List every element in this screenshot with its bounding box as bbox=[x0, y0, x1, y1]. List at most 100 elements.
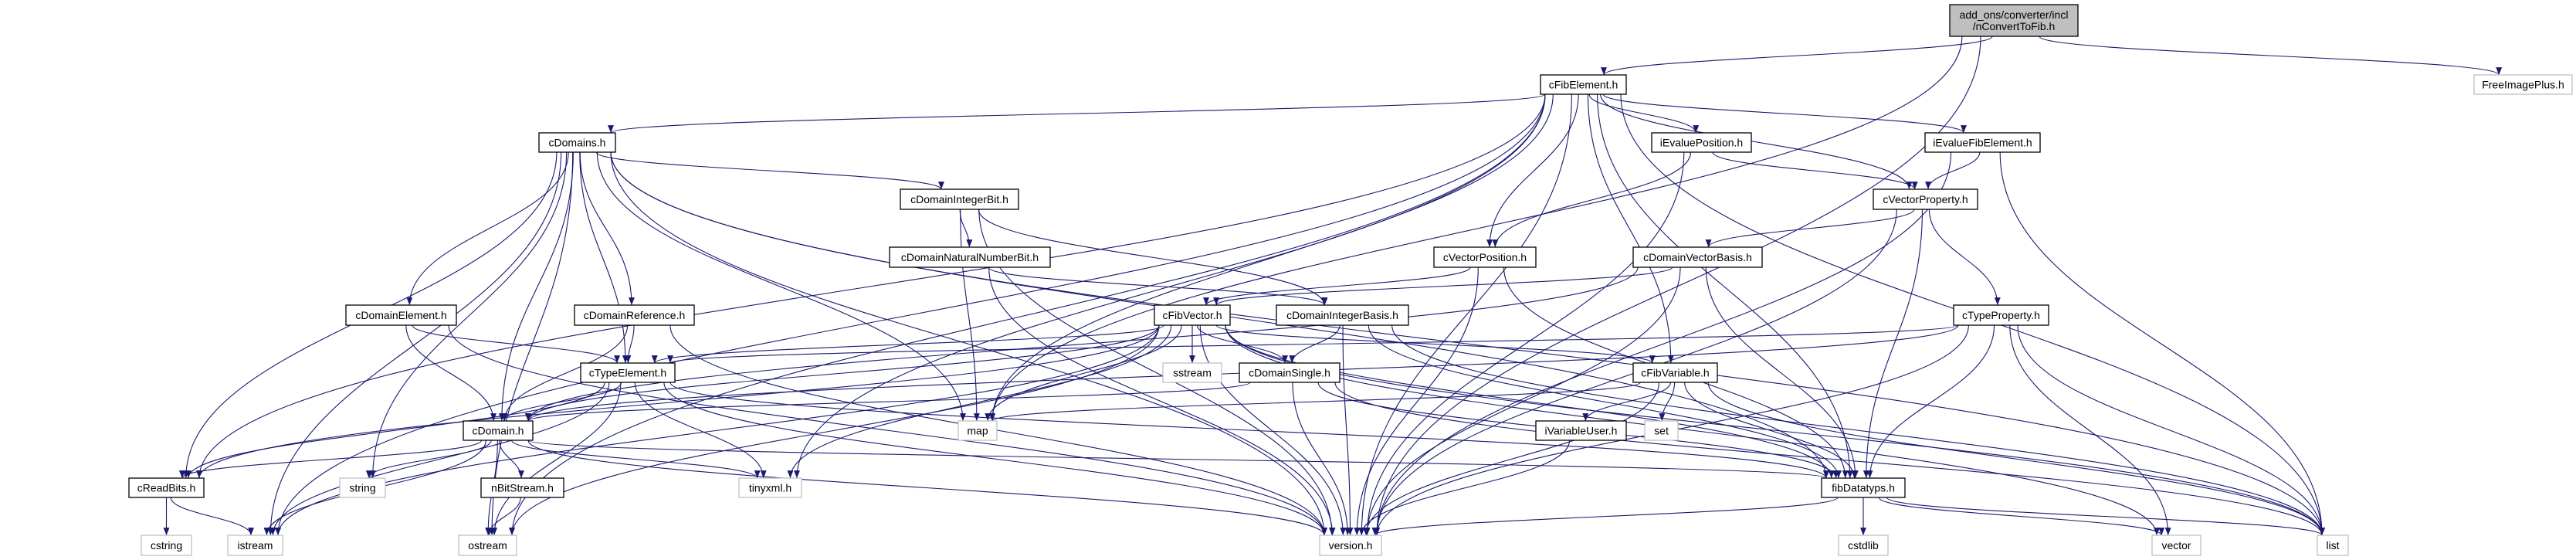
edge-cDomainVectorBasis-to-cDomain bbox=[525, 266, 1639, 422]
node-cDomainIntegerBit[interactable]: cDomainIntegerBit.h bbox=[900, 188, 1019, 210]
node-label: cDomainSingle.h bbox=[1249, 367, 1330, 379]
edge-cFibElement-to-tinyxml bbox=[794, 93, 1546, 479]
edge-cFibElement-to-cVectorProperty bbox=[1600, 93, 1913, 190]
edge-cDomainIntegerBasis-to-list bbox=[1391, 324, 2325, 536]
node-list[interactable]: list bbox=[2317, 535, 2349, 556]
node-set[interactable]: set bbox=[1644, 420, 1679, 441]
node-label: cstring bbox=[151, 539, 182, 552]
node-cFibVariable[interactable]: cFibVariable.h bbox=[1632, 362, 1718, 383]
node-tinyxml[interactable]: tinyxml.h bbox=[738, 477, 802, 498]
node-label: nBitStream.h bbox=[491, 482, 554, 494]
node-cDomainIntegerBasis[interactable]: cDomainIntegerBasis.h bbox=[1276, 304, 1409, 326]
node-box bbox=[1433, 246, 1537, 268]
node-cDomains[interactable]: cDomains.h bbox=[538, 132, 616, 153]
node-cDomainElement[interactable]: cDomainElement.h bbox=[345, 304, 457, 326]
node-label: tinyxml.h bbox=[749, 482, 791, 494]
node-iEvalueFibElement[interactable]: iEvalueFibElement.h bbox=[1924, 132, 2041, 153]
node-cDomainSingle[interactable]: cDomainSingle.h bbox=[1239, 362, 1341, 383]
edge-cDomain-to-version bbox=[527, 440, 1327, 536]
node-istream[interactable]: istream bbox=[227, 535, 283, 556]
edge-cFibVector-to-ostream bbox=[509, 324, 1160, 536]
node-box bbox=[141, 535, 192, 556]
edge-cFibElement-to-cDomains bbox=[608, 93, 1546, 134]
node-box bbox=[574, 304, 695, 326]
edge-cTypeElement-to-version bbox=[663, 382, 1327, 536]
edge-cFibVector-to-cFibVariable bbox=[1215, 324, 1656, 364]
node-cDomainReference[interactable]: cDomainReference.h bbox=[574, 304, 695, 326]
node-label: cReadBits.h bbox=[137, 482, 195, 494]
edge-cFibElement-to-version bbox=[1358, 93, 1572, 536]
node-cDomainNaturalNumberBit[interactable]: cDomainNaturalNumberBit.h bbox=[889, 246, 1051, 268]
node-cstring[interactable]: cstring bbox=[141, 535, 192, 556]
edge-root-to-map bbox=[989, 36, 1963, 422]
node-cTypeElement[interactable]: cTypeElement.h bbox=[580, 362, 676, 383]
node-map[interactable]: map bbox=[958, 420, 998, 441]
node-box bbox=[738, 477, 802, 498]
node-nBitStream[interactable]: nBitStream.h bbox=[480, 477, 564, 498]
edge-fibDatatyps-to-list bbox=[1886, 497, 2325, 536]
node-cFibElement[interactable]: cFibElement.h bbox=[1540, 74, 1627, 95]
edge-cDomains-to-cDomainReference bbox=[579, 151, 635, 306]
node-box bbox=[900, 188, 1019, 210]
edge-cDomainSingle-to-list bbox=[1334, 382, 2325, 536]
node-cFibVector[interactable]: cFibVector.h bbox=[1154, 304, 1231, 326]
node-label: cFibElement.h bbox=[1549, 79, 1618, 91]
edge-cTypeElement-to-cReadBits bbox=[185, 382, 605, 479]
node-iVariableUser[interactable]: iVariableUser.h bbox=[1535, 420, 1627, 441]
node-label: cDomainIntegerBasis.h bbox=[1286, 309, 1398, 321]
node-box bbox=[2317, 535, 2349, 556]
edge-cDomain-to-string bbox=[365, 440, 492, 479]
node-cDomain[interactable]: cDomain.h bbox=[463, 420, 534, 441]
node-ostream[interactable]: ostream bbox=[458, 535, 517, 556]
edge-cDomainElement-to-cDomain bbox=[405, 324, 497, 422]
node-label: cFibVector.h bbox=[1162, 309, 1222, 321]
edge-cDomains-to-cTypeElement bbox=[579, 151, 629, 364]
nodes: add_ons/converter/incl/nConvertToFib.hFr… bbox=[128, 4, 2573, 556]
node-freeimage[interactable]: FreeImagePlus.h bbox=[2473, 74, 2573, 95]
node-label: iEvaluePosition.h bbox=[1660, 137, 1743, 149]
edge-iEvalueFibElement-to-version bbox=[1374, 151, 1952, 536]
node-cDomainVectorBasis[interactable]: cDomainVectorBasis.h bbox=[1632, 246, 1763, 268]
node-root[interactable]: add_ons/converter/incl/nConvertToFib.h bbox=[1949, 4, 2079, 37]
node-cTypeProperty[interactable]: cTypeProperty.h bbox=[1953, 304, 2049, 326]
node-label: cDomainReference.h bbox=[584, 309, 686, 321]
edge-cVectorProperty-to-cDomainVectorBasis bbox=[1705, 209, 1915, 248]
edge-cDomainVectorBasis-to-fibDatatyps bbox=[1705, 266, 1859, 479]
edge-cDomainSingle-to-cDomain bbox=[525, 382, 1251, 422]
node-label: fibDatatyps.h bbox=[1832, 482, 1895, 494]
node-vector[interactable]: vector bbox=[2151, 535, 2201, 556]
edge-cDomain-to-fibDatatyps bbox=[527, 440, 1829, 479]
node-sstream[interactable]: sstream bbox=[1162, 362, 1222, 383]
edge-cDomains-to-version bbox=[610, 151, 1327, 536]
node-fibDatatyps[interactable]: fibDatatyps.h bbox=[1821, 477, 1906, 498]
edge-cFibElement-to-ostream bbox=[509, 93, 1546, 536]
node-label: istream bbox=[238, 539, 273, 552]
edge-cFibVariable-to-map bbox=[989, 382, 1641, 422]
node-cReadBits[interactable]: cReadBits.h bbox=[128, 477, 205, 498]
edge-cDomains-to-cDomain bbox=[498, 151, 574, 422]
edge-cVectorProperty-to-cTypeProperty bbox=[1928, 209, 2001, 306]
edge-cFibVector-to-fibDatatyps bbox=[1225, 324, 1835, 479]
edges bbox=[163, 36, 2502, 536]
edge-nBitStream-to-ostream bbox=[486, 497, 521, 536]
node-box bbox=[1540, 74, 1627, 95]
node-cVectorPosition[interactable]: cVectorPosition.h bbox=[1433, 246, 1537, 268]
node-string[interactable]: string bbox=[339, 477, 386, 498]
edge-cFibElement-to-istream bbox=[275, 93, 1546, 536]
edge-cDomains-to-list bbox=[610, 151, 2325, 536]
node-box bbox=[1632, 362, 1718, 383]
edge-cFibElement-to-iEvalueFibElement bbox=[1602, 93, 1967, 134]
edge-cTypeElement-to-tinyxml bbox=[634, 382, 767, 479]
node-cVectorProperty[interactable]: cVectorProperty.h bbox=[1873, 188, 1978, 210]
node-box bbox=[1949, 4, 2079, 37]
node-box bbox=[538, 132, 616, 153]
node-cstdlib[interactable]: cstdlib bbox=[1838, 535, 1889, 556]
edge-cFibElement-to-iEvaluePosition bbox=[1588, 93, 1700, 134]
node-label: cDomainIntegerBit.h bbox=[910, 193, 1008, 205]
edge-cDomainElement-to-cTypeElement bbox=[412, 324, 620, 364]
edge-cDomainIntegerBasis-to-fibDatatyps bbox=[1368, 324, 1842, 479]
edge-cDomainReference-to-cDomain bbox=[501, 324, 629, 422]
edge-cFibVector-to-version bbox=[1199, 324, 1347, 536]
node-iEvaluePosition[interactable]: iEvaluePosition.h bbox=[1651, 132, 1752, 153]
node-version[interactable]: version.h bbox=[1319, 535, 1382, 556]
